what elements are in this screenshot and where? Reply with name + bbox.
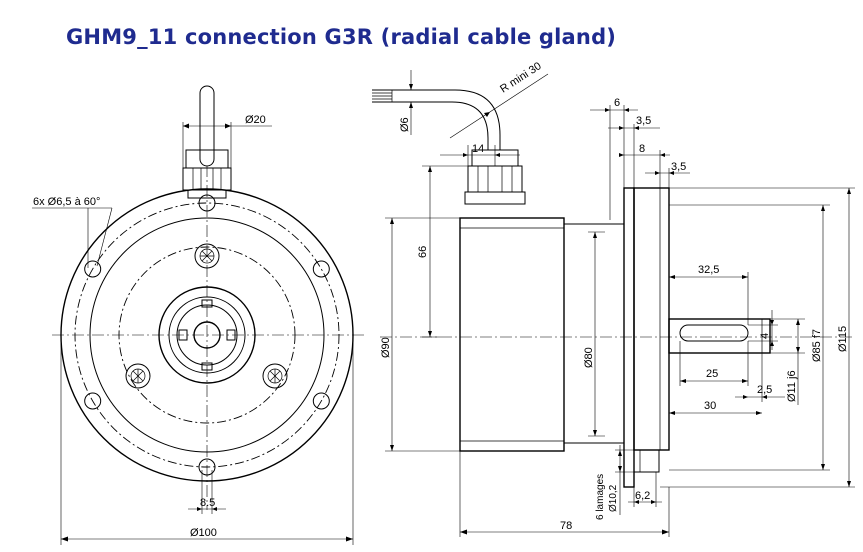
dim-shaft-diameter: Ø11 j6 <box>770 318 805 405</box>
mounting-hole <box>312 392 330 410</box>
shaft-circle <box>193 321 221 349</box>
dim-hole-pattern: 6x Ø6,5 à 60° <box>32 196 113 268</box>
dim-body-diameter: Ø90 <box>380 217 460 452</box>
screw-pitch-circle <box>118 246 296 424</box>
dim-key-height: 4 <box>748 310 778 350</box>
fixing-screws <box>125 243 288 389</box>
dim-shaft-length: 30 <box>668 353 762 418</box>
label-flange-outer-diameter: Ø115 <box>837 326 849 352</box>
label-gland-height: 66 <box>417 246 429 258</box>
hub-slot-bottom <box>201 362 213 371</box>
hub-inner-ring <box>176 304 238 366</box>
label-shaft-length: 30 <box>704 400 716 412</box>
label-housing-diameter: Ø80 <box>583 347 595 368</box>
hub-slot-left <box>178 329 188 341</box>
label-hole-pattern: 6x Ø6,5 à 60° <box>33 196 100 208</box>
mounting-hole <box>84 260 102 278</box>
label-bend-radius: R mini 30 <box>498 60 544 95</box>
label-key-width: 8.5 <box>200 497 215 509</box>
gland-base <box>187 189 227 199</box>
counterbore <box>633 449 660 473</box>
dim-housing-diameter: Ø80 <box>583 231 605 437</box>
flange <box>623 187 635 488</box>
encoder-body <box>459 217 565 452</box>
dim-flange-diameter: Ø100 <box>60 340 354 545</box>
label-flange-diameter: Ø100 <box>190 527 217 539</box>
mounting-hole <box>198 194 216 212</box>
dim-flange-thickness-b: 3,5 <box>608 115 660 188</box>
mounting-hole <box>198 458 216 476</box>
mounting-holes <box>84 194 330 476</box>
dim-overall-length: 78 <box>459 451 670 537</box>
label-shaft-step: 2,5 <box>757 384 772 396</box>
label-counterbore-diameter: Ø10,2 <box>608 484 619 512</box>
shaft <box>668 318 771 354</box>
label-shaft-length-long: 32,5 <box>698 264 719 276</box>
label-body-diameter: Ø90 <box>380 337 392 358</box>
dim-cable-diameter: Ø6 <box>399 70 413 135</box>
spigot <box>633 187 670 451</box>
hub-slot-top <box>201 299 213 308</box>
dim-gland-offset: 14 <box>440 143 520 166</box>
label-spigot-diameter: Ø85 f7 <box>811 329 823 362</box>
label-cable-diameter: Ø6 <box>399 117 411 132</box>
hub-ring <box>168 296 246 374</box>
shaft-key <box>679 324 749 342</box>
dim-flange-outer-diameter: Ø115 <box>634 187 855 488</box>
label-flange-thickness-b: 3,5 <box>636 115 651 127</box>
dim-key-width: 8.5 <box>188 470 226 514</box>
dim-bend-radius: R mini 30 <box>449 60 549 139</box>
dim-gland-height: 66 <box>417 165 468 338</box>
dim-shaft-step: 2,5 <box>735 353 785 402</box>
label-gland-diameter: Ø20 <box>245 114 266 126</box>
side-cable <box>372 89 501 150</box>
bolt-pitch-circle <box>74 202 340 468</box>
dim-gland-diameter: Ø20 <box>182 114 272 168</box>
label-key-length: 25 <box>706 368 718 380</box>
dim-counterbore-depth: 6,2 <box>628 472 662 507</box>
label-key-height: 4 <box>759 333 771 339</box>
label-gland-offset: 14 <box>472 143 484 155</box>
side-gland-base <box>464 191 526 205</box>
label-flange-thickness-a: 6 <box>614 97 620 109</box>
label-counterbores: 6 lamages <box>595 474 606 520</box>
dim-spigot-diameter: Ø85 f7 <box>669 204 830 471</box>
dim-counterbores: 6 lamages Ø10,2 <box>595 445 634 520</box>
hub-outer-circle <box>158 286 256 384</box>
dim-flange-thickness-a: 6 <box>590 97 638 220</box>
mounting-hole <box>84 392 102 410</box>
label-counterbore-depth: 6,2 <box>635 490 650 502</box>
mounting-hole <box>312 260 330 278</box>
front-view: Ø20 6x Ø6,5 à 60° 8.5 <box>32 85 365 545</box>
label-overall-length: 78 <box>560 520 572 532</box>
hub-slot-right <box>226 329 236 341</box>
dim-shaft-length-long: 32,5 <box>669 264 749 325</box>
label-shaft-diameter: Ø11 j6 <box>786 370 798 402</box>
flange-outer-circle <box>60 188 354 482</box>
drawing-title: GHM9_11 connection G3R (radial cable gla… <box>66 25 617 49</box>
body-circle <box>89 217 325 453</box>
dim-spigot-step: 3,5 <box>645 161 690 188</box>
label-spigot-step: 3,5 <box>671 161 686 173</box>
encoder-housing <box>563 223 625 444</box>
dim-spigot-length: 8 <box>619 143 670 188</box>
label-spigot-length: 8 <box>639 143 645 155</box>
side-gland-body <box>467 165 523 193</box>
side-view: Ø6 R mini 30 <box>372 60 855 537</box>
dim-key-length: 25 <box>679 341 749 386</box>
